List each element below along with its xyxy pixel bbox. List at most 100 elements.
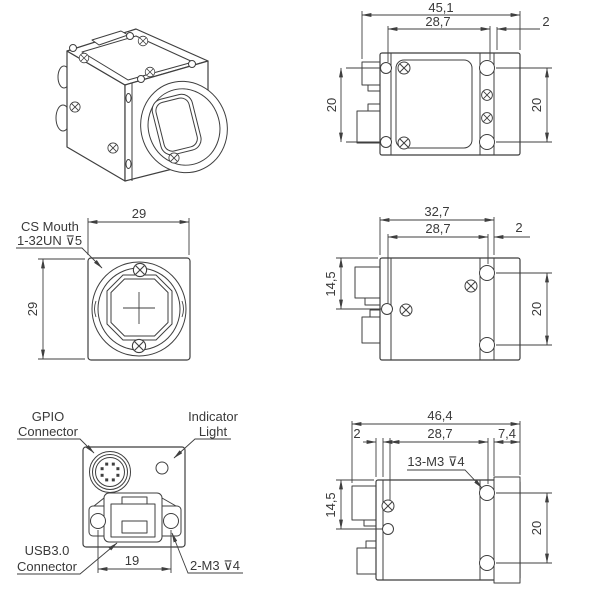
dim-bottom-left: 14,5 xyxy=(323,492,338,517)
gpio-tab-step xyxy=(363,519,377,527)
indicator-label-line2: Light xyxy=(199,424,228,439)
plate-hole xyxy=(125,93,132,103)
dim-side-right: 20 xyxy=(529,302,544,316)
dim-bottom-plate: 2 xyxy=(353,426,360,441)
lens-mount-outer-circle xyxy=(91,261,187,357)
dim-side-left: 14,5 xyxy=(323,271,338,296)
gpio-label-line2: Connector xyxy=(18,424,79,439)
usb-tab-step xyxy=(369,309,381,318)
usb-tab-step xyxy=(365,540,377,549)
dim-side-total: 32,7 xyxy=(424,204,449,219)
leader-line xyxy=(17,542,118,575)
screw-icon xyxy=(132,262,148,278)
usb-tab-step xyxy=(367,103,381,112)
mount-hole xyxy=(479,265,495,281)
gpio-label-line1: GPIO xyxy=(32,409,65,424)
usb-connector xyxy=(88,492,182,543)
dim-top-plate: 2 xyxy=(542,14,549,29)
screw-icon xyxy=(168,152,180,164)
leader-line xyxy=(17,438,95,454)
usb-screw-hole xyxy=(163,513,179,529)
screw-icon xyxy=(69,101,81,113)
usb-label-line2: Connector xyxy=(17,559,78,574)
screw-icon xyxy=(381,499,395,513)
screw-icon xyxy=(397,61,411,75)
mount-hole xyxy=(479,337,495,353)
screw-icon xyxy=(78,52,90,64)
top-cover-panel xyxy=(395,59,473,149)
screw-icon xyxy=(144,66,156,78)
usb-label-line1: USB3.0 xyxy=(25,543,70,558)
top-view: 45,1 28,7 2 20 20 xyxy=(324,0,552,156)
bottom-view: 46,4 2 28,7 7,4 13-M3 ⊽4 14,5 20 xyxy=(323,408,552,584)
screw-icon xyxy=(137,35,149,47)
hole-icon xyxy=(380,62,392,74)
hole-icon xyxy=(188,60,196,68)
gpio-pin xyxy=(100,467,104,471)
screw-icon xyxy=(397,136,411,150)
dim-top-right: 20 xyxy=(529,98,544,112)
rear-view: GPIO Connector Indicator Light USB3.0 Co… xyxy=(17,409,243,575)
usb-tab xyxy=(356,547,377,575)
usb-screw-hole xyxy=(90,513,106,529)
camera-body-outline xyxy=(379,52,521,156)
dim-side-plate: 2 xyxy=(515,220,522,235)
screw-icon xyxy=(131,338,147,354)
gpio-tab xyxy=(361,61,381,86)
clamp-slot xyxy=(181,300,184,318)
sensor-window-inner xyxy=(110,278,169,337)
mount-hole xyxy=(479,485,495,501)
gpio-pin xyxy=(116,467,120,471)
gpio-pin xyxy=(100,473,104,477)
indicator-label-line1: Indicator xyxy=(188,409,239,424)
indicator-light xyxy=(155,461,169,475)
gpio-pin xyxy=(116,473,120,477)
usb-shell xyxy=(103,492,163,543)
usb-shoulder xyxy=(93,497,105,507)
gpio-tab xyxy=(354,266,381,299)
sensor-window-outer xyxy=(106,274,173,341)
plate-hole xyxy=(125,159,132,169)
leader-line xyxy=(407,469,483,489)
leader-line xyxy=(16,247,103,269)
cs-mount-note-line2: 1-32UN ⊽5 xyxy=(17,233,82,248)
leader-line xyxy=(173,438,231,459)
dim-top-left: 20 xyxy=(324,98,339,112)
bottom-screw-note: 13-M3 ⊽4 xyxy=(407,454,464,469)
mount-hole xyxy=(479,555,495,571)
cs-mount-note-line1: CS Mouth xyxy=(21,219,79,234)
screw-icon xyxy=(107,142,119,154)
dim-top-inner: 28,7 xyxy=(425,14,450,29)
dim-usb-holes: 19 xyxy=(125,553,139,568)
gpio-pin xyxy=(105,478,109,482)
gpio-pin xyxy=(105,462,109,466)
screw-icon xyxy=(481,89,493,101)
dim-bottom-front: 7,4 xyxy=(498,426,516,441)
usb-tab xyxy=(356,110,381,144)
hole-icon xyxy=(69,44,77,52)
hole-icon xyxy=(137,75,145,83)
usb-tab xyxy=(361,316,381,344)
hole-icon xyxy=(382,523,394,535)
leader-line xyxy=(171,532,243,574)
gpio-tab-step xyxy=(364,297,381,306)
gpio-tab xyxy=(351,485,377,521)
dim-side-inner: 28,7 xyxy=(425,221,450,236)
side-view: 32,7 28,7 2 14,5 20 xyxy=(323,204,552,361)
hole-icon xyxy=(381,303,393,315)
dim-top-total: 45,1 xyxy=(428,0,453,15)
usb-inner xyxy=(110,503,156,538)
front-block xyxy=(493,476,521,584)
rear-screw-note: 2-M3 ⊽4 xyxy=(190,558,240,573)
dim-front-width: 29 xyxy=(132,206,146,221)
front-view: 29 29 CS Mouth 1-32UN ⊽5 xyxy=(16,206,191,361)
usb-shoulder xyxy=(161,497,177,507)
gpio-pin xyxy=(111,462,115,466)
dim-front-height: 29 xyxy=(25,302,40,316)
screw-icon xyxy=(464,279,478,293)
lens-mount-opening xyxy=(151,93,202,156)
isometric-view xyxy=(55,28,228,182)
clamp-slot xyxy=(94,300,97,318)
gpio-pin xyxy=(111,478,115,482)
